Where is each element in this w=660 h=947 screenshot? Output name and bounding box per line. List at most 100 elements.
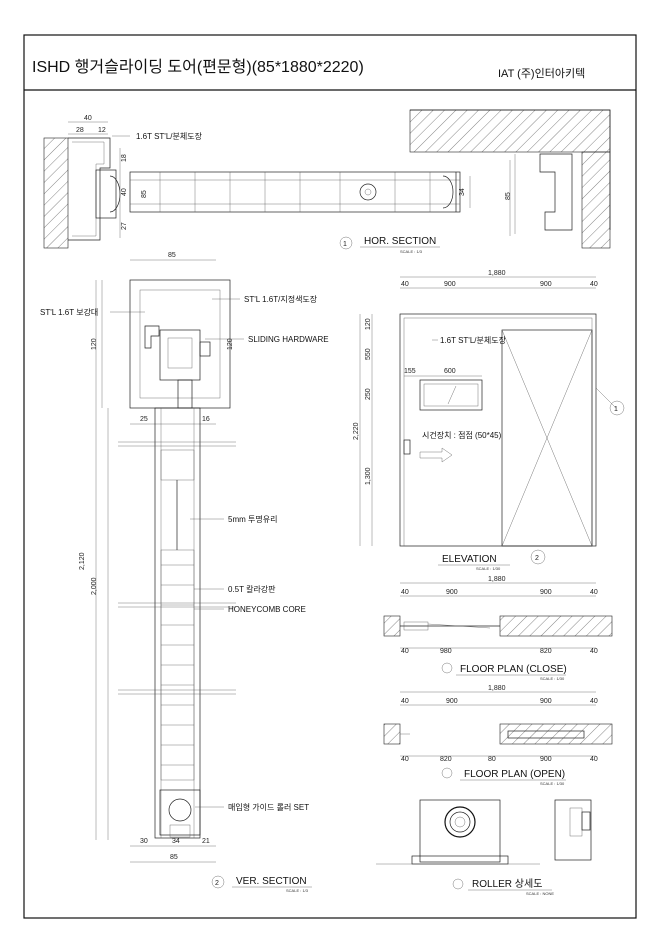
- elev-callout-2: [530, 549, 546, 565]
- roller-detail: ROLLER 상세도 SCALE : NONE: [376, 799, 592, 896]
- hor-dim-85: 85: [141, 190, 148, 198]
- ver-dim-2120: 2,120: [79, 552, 86, 570]
- elevation-title: ELEVATION: [442, 554, 497, 565]
- elev-callout-1: [609, 400, 625, 416]
- frame-left: [68, 137, 111, 241]
- open-dim-bot-2: 80: [488, 756, 496, 763]
- open-dim-bot-0: 40: [401, 756, 409, 763]
- ver-note-sliding: SLIDING HARDWARE: [248, 335, 329, 344]
- hor-dim-40: 40: [84, 115, 92, 122]
- ver-section-title: VER. SECTION: [236, 876, 307, 887]
- elev-window: [419, 379, 483, 411]
- close-dim-bot-2: 820: [540, 648, 552, 655]
- open-dim-bot-3: 900: [540, 756, 552, 763]
- elevation: 1,880 40 900 900 40 120 550 250 1,300 2,…: [353, 270, 625, 571]
- hor-dim-40b: 40: [121, 188, 128, 196]
- elev-callout-2-text: 2: [535, 555, 539, 562]
- elevation-scale: SCALE : 1/30: [476, 566, 501, 571]
- company-name: IAT (주)인터아키텍: [498, 67, 585, 80]
- hor-section-title: HOR. SECTION: [364, 236, 436, 247]
- sheet-border: [23, 34, 637, 919]
- hor-section: 40 28 12 18 40 85 27 34 85 1.6T ST'L/분체도…: [43, 109, 611, 254]
- elev-dim-900b: 900: [540, 281, 552, 288]
- hor-section-number: 1: [343, 241, 347, 248]
- elev-dim-1300: 1,300: [365, 467, 372, 485]
- ver-door-leaf: [154, 407, 201, 839]
- ver-note-core: HONEYCOMB CORE: [228, 605, 306, 614]
- ver-dim-top-85: 85: [168, 252, 176, 259]
- floor-open-scale: SCALE : 1/30: [540, 781, 565, 786]
- ver-dim-120a: 120: [91, 338, 98, 350]
- ver-note-steel: ST'L 1.6T/지정색도장: [244, 294, 318, 304]
- ver-dim-21: 21: [202, 838, 210, 845]
- close-dim-bot-3: 40: [590, 648, 598, 655]
- open-dim-bot-1: 820: [440, 756, 452, 763]
- hor-dim-27: 27: [121, 222, 128, 230]
- wall-left: [43, 137, 69, 249]
- floor-close-title: FLOOR PLAN (CLOSE): [460, 664, 567, 675]
- ver-section-scale: SCALE : 1/3: [286, 888, 309, 893]
- elev-door-leaf: [501, 329, 593, 547]
- ver-dim-34: 34: [172, 838, 180, 845]
- elev-frame: [399, 313, 597, 547]
- hor-note: 1.6T ST'L/분체도장: [136, 131, 203, 141]
- close-dim-top-2: 900: [540, 589, 552, 596]
- hor-dim-12: 12: [98, 127, 106, 134]
- elev-dim-600: 600: [444, 368, 456, 375]
- open-dim-top-1: 900: [446, 698, 458, 705]
- open-dim-bot-4: 40: [590, 756, 598, 763]
- ver-note-plate: 0.5T 칼라강판: [228, 584, 276, 594]
- open-dim-top-2: 900: [540, 698, 552, 705]
- ver-section-number: 2: [215, 880, 219, 887]
- elev-callout-1-text: 1: [614, 406, 618, 413]
- ver-dim-120b: 120: [227, 338, 234, 350]
- roller-title: ROLLER 상세도: [472, 878, 542, 890]
- close-dim-bot-0: 40: [401, 648, 409, 655]
- drawing-title: ISHD 행거슬라이딩 도어(편문형)(85*1880*2220): [32, 58, 364, 76]
- elev-dim-40b: 40: [590, 281, 598, 288]
- elev-dim-120: 120: [365, 318, 372, 330]
- elev-note-steel: 1.6T ST'L/분체도장: [440, 335, 507, 345]
- open-dim-top-3: 40: [590, 698, 598, 705]
- open-dim-top-0: 40: [401, 698, 409, 705]
- elev-note-closer: 시건장치 : 점접 (50*45): [422, 430, 502, 440]
- floor-plan-close: 1,880 40 900 900 40 40 980 820 40 FLOOR …: [383, 576, 613, 681]
- elev-dim-550: 550: [365, 348, 372, 360]
- elev-dim-2220: 2,220: [353, 422, 360, 440]
- elev-dim-155: 155: [404, 368, 416, 375]
- elev-dim-width: 1,880: [488, 270, 506, 277]
- ver-dim-25: 25: [140, 416, 148, 423]
- ver-section: 85 120 120 25 16 ST'L 1.6T 보강대 ST'L 1.6T…: [40, 252, 329, 893]
- floor-plan-open: 1,880 40 900 900 40 40 820 80 900 40 FLO…: [383, 685, 613, 786]
- close-dim-top-0: 40: [401, 589, 409, 596]
- hor-dim-28: 28: [76, 127, 84, 134]
- open-dim-width: 1,880: [488, 685, 506, 692]
- ver-section-callout: [211, 875, 225, 889]
- close-dim-width: 1,880: [488, 576, 506, 583]
- door-leaf-plan: [129, 171, 461, 213]
- elev-dim-250: 250: [365, 388, 372, 400]
- close-dim-bot-1: 980: [440, 648, 452, 655]
- roller-scale: SCALE : NONE: [526, 891, 554, 896]
- header: ISHD 행거슬라이딩 도어(편문형)(85*1880*2220) IAT (주…: [32, 58, 585, 80]
- elev-dim-40a: 40: [401, 281, 409, 288]
- ver-note-reinforce: ST'L 1.6T 보강대: [40, 307, 98, 317]
- elev-dim-900a: 900: [444, 281, 456, 288]
- ver-dim-16: 16: [202, 416, 210, 423]
- ver-note-glass: 5mm 투명유리: [228, 514, 277, 524]
- hor-dim-34: 34: [459, 188, 466, 196]
- close-dim-top-3: 40: [590, 589, 598, 596]
- ver-note-roller: 매입형 가이드 롤러 SET: [228, 802, 309, 812]
- hor-dim-85b: 85: [505, 192, 512, 200]
- hor-dim-18: 18: [121, 154, 128, 162]
- close-dim-top-1: 900: [446, 589, 458, 596]
- ver-dim-30: 30: [140, 838, 148, 845]
- ver-dim-2000: 2,000: [91, 577, 98, 595]
- roller-body: [419, 799, 501, 863]
- floor-open-title: FLOOR PLAN (OPEN): [464, 769, 565, 780]
- elev-lock: [403, 439, 411, 455]
- hor-section-scale: SCALE : 1/3: [400, 249, 423, 254]
- ver-dim-bottom-85: 85: [170, 854, 178, 861]
- hor-section-callout: [339, 236, 353, 250]
